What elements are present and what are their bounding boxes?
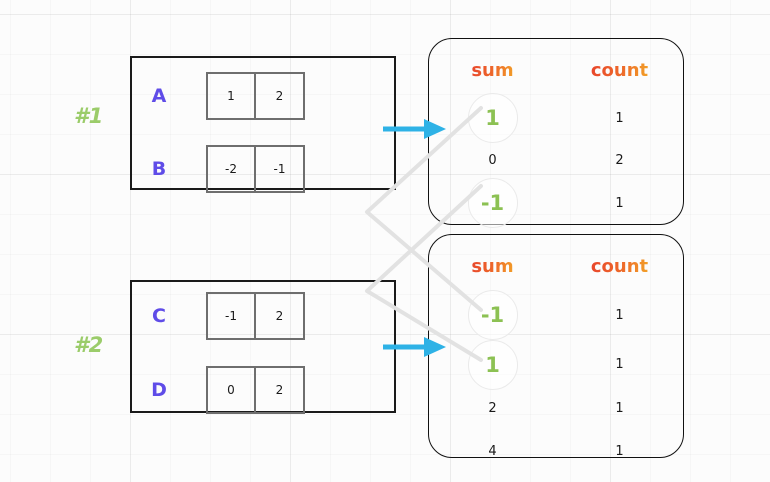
agg1-count-value-2: 1 (615, 195, 624, 211)
cell-a-0: 1 (206, 72, 256, 120)
row-label-b: B (151, 158, 167, 180)
table-row: 1 1 (429, 93, 683, 143)
agg2-count-cell-3: 1 (556, 444, 683, 459)
agg2-sum-cell-3: 4 (429, 444, 556, 459)
agg-table-1-body: 1 1 0 2 -1 1 (429, 93, 683, 228)
agg1-sum-cell-0: 1 (429, 93, 556, 143)
input-panel-2: C -1 2 D 0 2 (130, 280, 396, 414)
agg1-sum-value-1: 0 (488, 153, 497, 168)
agg1-sum-cell-2: -1 (429, 178, 556, 228)
row-c-cells: -1 2 (206, 292, 305, 340)
agg2-count-value-2: 1 (615, 400, 624, 416)
sum-header-label: sum (471, 60, 514, 81)
agg-table-2-body: -1 1 1 1 2 1 (429, 290, 683, 475)
table-row: 1 1 (429, 339, 683, 390)
input-row-c: C -1 2 (140, 292, 305, 340)
table-row: 2 1 (429, 389, 683, 427)
agg2-count-value-1: 1 (615, 357, 624, 372)
group-label-2: #2 (74, 333, 104, 357)
agg-table-1: sum count 1 1 0 2 (428, 38, 684, 228)
table-row: -1 1 (429, 290, 683, 340)
cell-d-1: 2 (255, 366, 305, 414)
agg1-count-value-0: 1 (615, 110, 624, 126)
agg2-count-cell-1: 1 (556, 357, 683, 372)
input-row-d: D 0 2 (140, 366, 305, 414)
cell-a-1: 2 (255, 72, 305, 120)
agg1-count-cell-1: 2 (556, 153, 683, 168)
row-label-c: C (152, 305, 166, 327)
agg2-sum-cell-0: -1 (429, 290, 556, 340)
count-header-label: count (590, 256, 649, 277)
row-label-d: D (151, 379, 167, 401)
input-row-a: A 1 2 (140, 72, 305, 120)
agg2-sum-cell-1: 1 (429, 339, 556, 390)
agg-table-2-header: sum count (429, 256, 683, 277)
cell-b-1: -1 (255, 145, 305, 193)
agg-table-1-count-col-header: count (556, 60, 683, 81)
agg1-count-value-1: 2 (615, 153, 624, 168)
agg2-sum-cell-2: 2 (429, 401, 556, 416)
row-b-cells: -2 -1 (206, 145, 305, 193)
agg2-count-cell-0: 1 (556, 308, 683, 323)
agg-table-2: sum count -1 1 1 1 (428, 234, 684, 459)
cell-c-1: 2 (255, 292, 305, 340)
input-row-b: B -2 -1 (140, 145, 305, 193)
agg2-sum-value-2: 2 (488, 400, 497, 416)
agg2-count-value-3: 1 (615, 443, 624, 459)
row-d-cells: 0 2 (206, 366, 305, 414)
highlight-circle-sum-1: 1 (467, 339, 518, 390)
cell-d-0: 0 (206, 366, 256, 414)
highlight-circle-sum-minus-1: -1 (467, 178, 518, 228)
row-label-a: A (151, 85, 167, 107)
agg1-count-cell-2: 1 (556, 196, 683, 211)
agg-table-2-sum-col-header: sum (429, 256, 556, 277)
agg2-count-value-0: 1 (615, 307, 624, 323)
agg2-count-cell-2: 1 (556, 401, 683, 416)
agg1-sum-cell-1: 0 (429, 153, 556, 168)
agg-table-1-sum-col-header: sum (429, 60, 556, 81)
highlight-circle-sum-1: 1 (467, 93, 518, 143)
highlight-circle-sum-minus-1: -1 (467, 290, 518, 340)
table-row: -1 1 (429, 178, 683, 228)
agg2-sum-value-3: 4 (488, 443, 497, 459)
agg-table-2-count-col-header: count (556, 256, 683, 277)
agg1-count-cell-0: 1 (556, 111, 683, 126)
agg-table-1-header: sum count (429, 60, 683, 81)
row-a-cells: 1 2 (206, 72, 305, 120)
count-header-label: count (590, 60, 649, 81)
sum-header-label: sum (471, 256, 514, 277)
table-row: 0 2 (429, 141, 683, 180)
group-label-1: #1 (74, 104, 104, 128)
table-row: 4 1 (429, 427, 683, 475)
input-panel-1: A 1 2 B -2 -1 (130, 56, 396, 193)
cell-c-0: -1 (206, 292, 256, 340)
cell-b-0: -2 (206, 145, 256, 193)
